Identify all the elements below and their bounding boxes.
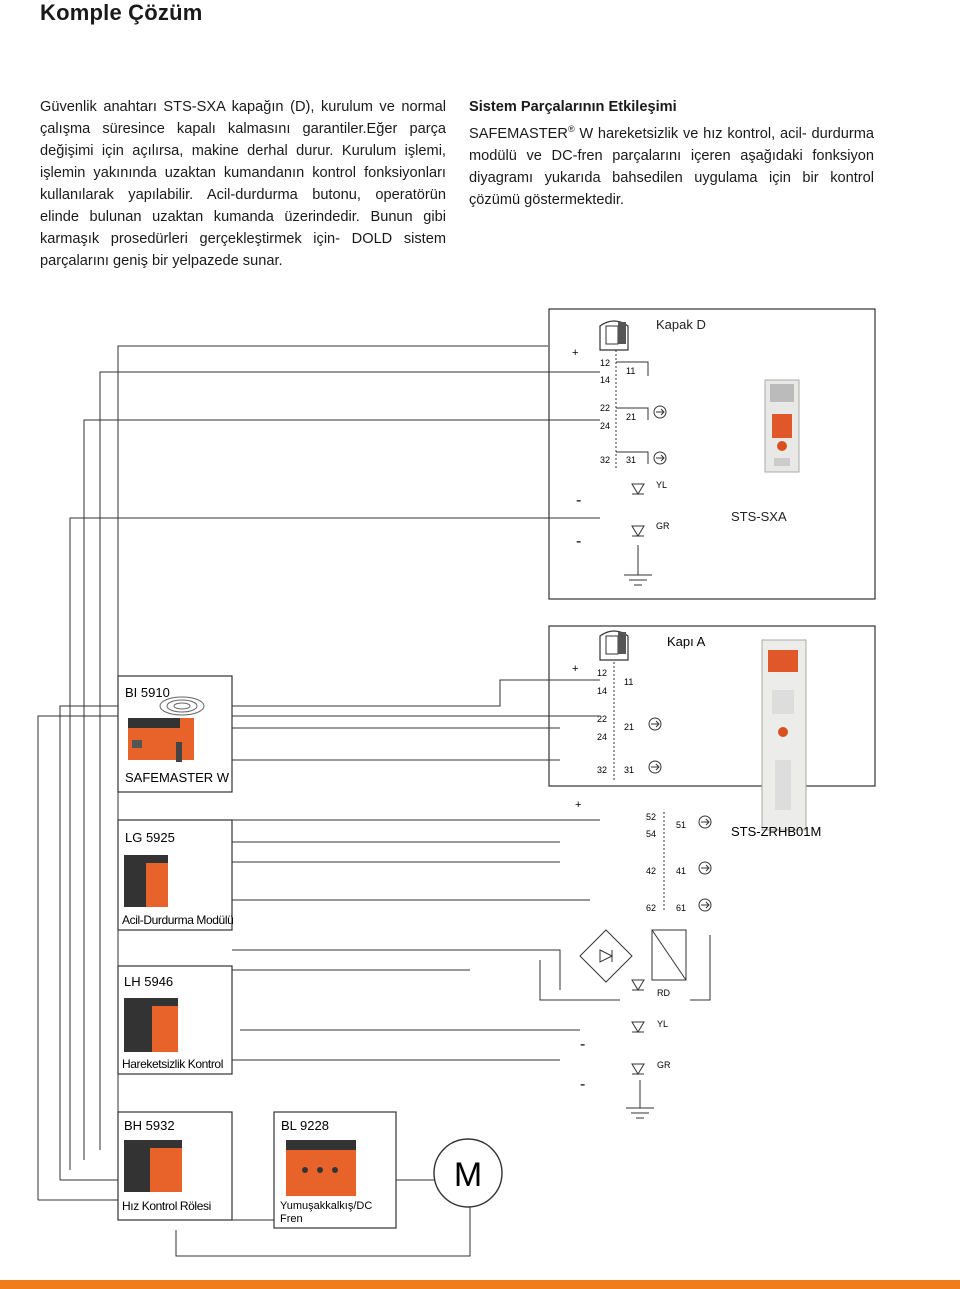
sts-sxa-box (548, 308, 876, 600)
terminal-label: 11 (624, 677, 633, 687)
bh5932-photo (124, 1140, 182, 1192)
device-caption: Yumuşakkalkış/DC (280, 1200, 372, 1212)
terminal-label: 61 (676, 903, 686, 913)
door-icon (599, 320, 629, 351)
wires (37, 345, 711, 1257)
product-label: STS-ZRHB01M (731, 824, 821, 839)
terminal-label: 21 (626, 412, 636, 422)
terminal-label: 42 (646, 866, 656, 876)
product-label: STS-SXA (731, 509, 787, 524)
terminal-label: 21 (624, 722, 634, 732)
motor-icon (433, 1138, 503, 1208)
terminal-label: 54 (646, 829, 656, 839)
bl9228-photo (286, 1140, 356, 1196)
led-yl-label: YL (656, 480, 667, 490)
radio-waves-icon (159, 696, 205, 716)
minus-sign: - (576, 492, 581, 509)
device-caption: Hareketsizlik Kontrol (122, 1057, 223, 1071)
plus-sign: + (572, 663, 578, 675)
motor-label: M (454, 1156, 482, 1194)
terminal-label: 52 (646, 812, 656, 822)
device-caption: SAFEMASTER W (125, 770, 230, 785)
device-name: LH 5946 (124, 974, 173, 989)
bi5910-photo (128, 696, 205, 762)
system-line: W hareketsizlik ve hız kontrol, acil- (574, 125, 807, 142)
terminal-label: 14 (597, 686, 607, 696)
terminal-label: 22 (597, 714, 607, 724)
intro-line: DOLD sistem parçalarını geniş bir yelpaz… (40, 231, 446, 269)
device-caption: Hız Kontrol Rölesi (122, 1199, 211, 1213)
intro-line: Bunun gibi karmaşık prosedürleri gerçekl… (40, 209, 446, 247)
sts-zrhb-box (548, 625, 876, 787)
plus-sign: + (575, 799, 581, 811)
device-name: BL 9228 (281, 1118, 329, 1133)
led-icon (631, 483, 645, 537)
intro-line: parça değişimi için açılırsa, makine der… (40, 121, 446, 159)
device-name: LG 5925 (125, 830, 175, 845)
terminal-label: 31 (624, 765, 634, 775)
door-label: Kapak D (656, 317, 706, 332)
contact-arrow-icon (698, 815, 712, 912)
lh5946-photo (124, 998, 178, 1052)
ground-icon (626, 1080, 654, 1119)
page-title: Komple Çözüm (40, 0, 203, 25)
terminal-label: 22 (600, 403, 610, 413)
intro-line: operatörün elinde bulunan uzaktan kumand… (40, 187, 446, 225)
ground-icon (624, 545, 652, 586)
terminal-label: 12 (600, 358, 610, 368)
led-gr-label: GR (656, 521, 670, 531)
device-caption: Acil-Durdurma Modülü (122, 913, 233, 927)
system-line: fonksiyon diyagramı yukarıda bahsedilen … (469, 147, 874, 186)
intro-line: normal çalışma süresince kapalı kalmasın… (40, 99, 446, 137)
minus-sign: - (576, 533, 581, 550)
door-icon (599, 630, 629, 661)
led-rd-label: RD (657, 988, 670, 998)
terminal-label: 32 (597, 765, 607, 775)
led-yl-label: YL (657, 1019, 668, 1029)
device-name: BH 5932 (124, 1118, 175, 1133)
system-paragraph: Sistem Parçalarının Etkileşimi SAFEMASTE… (469, 96, 874, 211)
terminal-label: 62 (646, 903, 656, 913)
terminal-label: 11 (626, 366, 635, 376)
minus-sign: - (580, 1036, 585, 1053)
contact-arrow-icon (648, 717, 662, 774)
brand-name: SAFEMASTER (469, 125, 568, 142)
intro-line: Güvenlik anahtarı STS-SXA kapağın (D), k… (40, 99, 395, 115)
terminal-label: 24 (597, 732, 607, 742)
intro-line: işlemi, işlemin yakınında uzaktan kumand… (40, 143, 446, 181)
wiring-diagram: Kapak D STS-SXA + 12 14 11 22 24 21 32 3… (37, 308, 876, 1257)
system-line: durdurma modülü ve DC-fren parçalarını i… (469, 125, 874, 164)
lg5925-photo (124, 855, 168, 907)
intro-paragraph: Güvenlik anahtarı STS-SXA kapağın (D), k… (40, 96, 446, 272)
brake-coil-icon (651, 929, 687, 981)
door-label: Kapı A (667, 634, 706, 649)
footer-bar (0, 1280, 960, 1289)
registered-mark: ® (567, 124, 575, 134)
led-gr-label: GR (657, 1060, 671, 1070)
device-caption: Fren (280, 1213, 303, 1225)
sts-zrhb-photo (761, 639, 807, 831)
rectifier-icon (579, 929, 633, 983)
section-heading: Sistem Parçalarının Etkileşimi (469, 99, 677, 115)
led-icon (631, 979, 645, 1075)
sts-sxa-photo (764, 379, 800, 473)
minus-sign: - (580, 1076, 585, 1093)
terminal-label: 14 (600, 375, 610, 385)
terminal-label: 32 (600, 455, 610, 465)
terminal-label: 24 (600, 421, 610, 431)
system-line: kontrol çözümü göstermektedir. (469, 169, 874, 208)
terminal-label: 31 (626, 455, 636, 465)
terminal-label: 51 (676, 820, 686, 830)
plus-sign: + (572, 347, 578, 359)
intro-line: fonksiyonları kullanılarak yapılabilir. … (40, 165, 446, 203)
contact-arrow-icon (653, 405, 667, 465)
terminal-label: 12 (597, 668, 607, 678)
terminal-label: 41 (676, 866, 686, 876)
device-name: BI 5910 (125, 685, 170, 700)
